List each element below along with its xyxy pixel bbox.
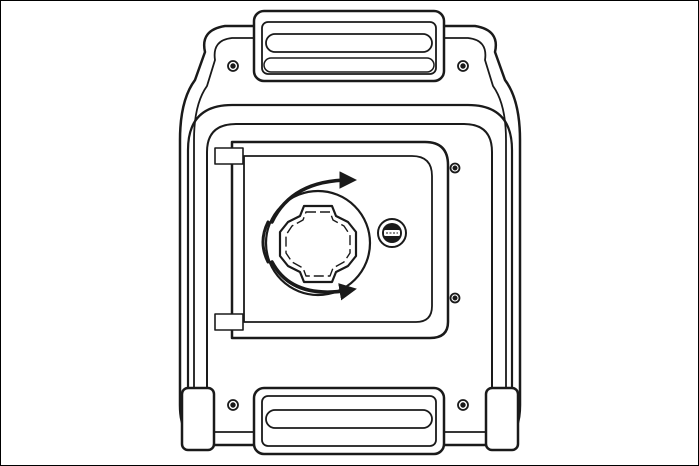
fuel-cap-knurl-inner <box>285 211 351 277</box>
right-foot <box>484 386 520 452</box>
screw-icon <box>457 60 469 72</box>
screw-icon <box>449 292 461 304</box>
rotation-arrow-icon <box>270 260 357 301</box>
roll-bar <box>186 103 514 390</box>
screw-icon <box>449 162 461 174</box>
panel-tab-top <box>214 147 244 165</box>
rotation-arrow-icon <box>270 171 357 224</box>
fuel-cap-knurl <box>278 204 358 284</box>
left-foot <box>180 386 216 452</box>
top-handle <box>252 9 446 83</box>
screw-icon <box>227 399 239 411</box>
bottom-handle <box>252 386 446 456</box>
screw-icon <box>457 399 469 411</box>
roll-bar-inner <box>206 123 493 395</box>
panel-tab-bottom <box>214 313 244 331</box>
screw-icon <box>227 60 239 72</box>
rotation-arrow-left-arc <box>261 220 270 264</box>
